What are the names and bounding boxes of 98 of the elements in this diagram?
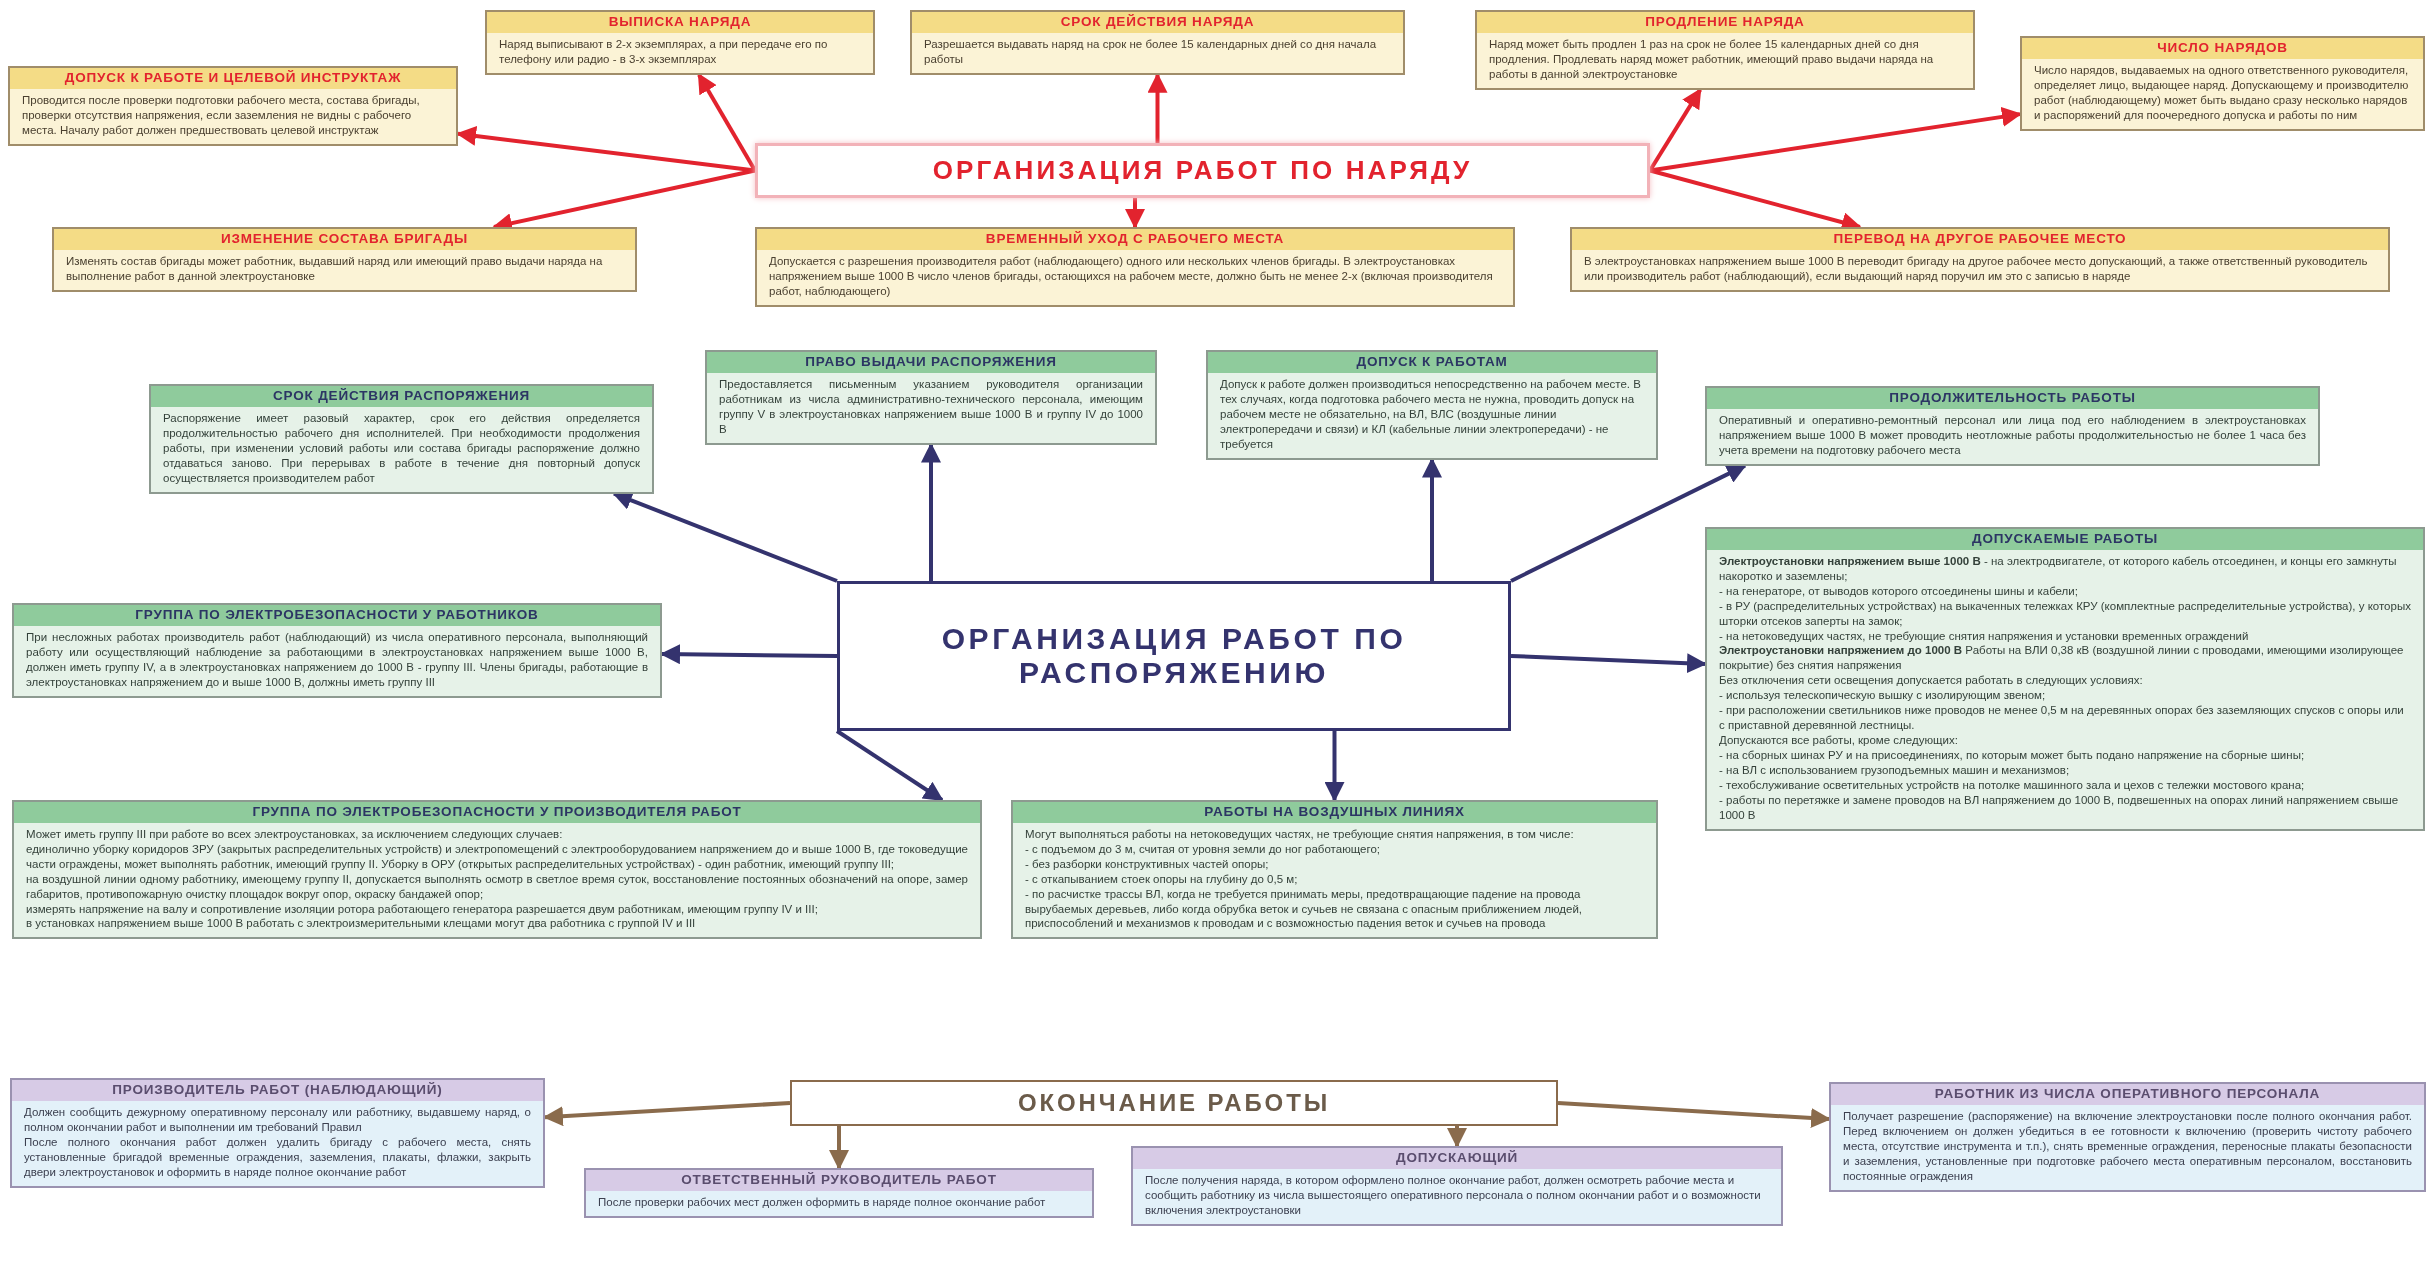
arrow	[921, 442, 941, 581]
title-box	[790, 1080, 1558, 1126]
body-text: - на генераторе, от выводов которого отсоединены шины и кабели;	[1718, 583, 2079, 599]
body-text: Допускается с разрешения производителя работ (наблюдающего) одного или нескольких членов бригады. В электроустановках напряжением выше 1000 В число членов бригады, остающихся на рабочем месте, должно быть не менее 2-х (включая производителя работ, наблюдающего)	[768, 253, 1494, 299]
body-text: на воздушной линии одному работнику, имеющему группу II, допускается выполнять осмотр в светлое время суток, восстановление постоянных обозначений на опоре, замер габаритов, противопожарную очистку площадок вокруг опор, окраску бандажей опор;	[25, 871, 969, 902]
body-text: Может иметь группу III при работе во всех электроустановках, за исключением следующих случаев:	[25, 826, 564, 842]
title-text: ОРГАНИЗАЦИЯ РАБОТ ПО НАРЯДУ	[931, 154, 1474, 187]
title-text: ОКОНЧАНИЕ РАБОТЫ	[1016, 1088, 1332, 1118]
arrow	[1422, 457, 1442, 581]
box-heading: РАБОТЫ НА ВОЗДУШНЫХ ЛИНИЯХ	[1013, 802, 1656, 823]
info-box	[1570, 227, 2390, 292]
info-box	[12, 603, 662, 698]
box-heading: ПРОДОЛЖИТЕЛЬНОСТЬ РАБОТЫ	[1707, 388, 2318, 409]
body-text: После полного окончания работ должен удалить бригаду с рабочего места, снять установленные бригадой временные ограждения, заземления, плакаты, флажки, закрыть двери электроустановок и оформить в наряде полное окончание работ	[23, 1134, 532, 1180]
body-text: Число нарядов, выдаваемых на одного ответственного руководителя, определяет лицо, выдающее наряд. Допускающему и производителю работ (наблюдающему) может быть выдано сразу несколько нарядов и распоряжений для поочередного допуска и работы по ним	[2033, 62, 2410, 123]
body-text: Предоставляется письменным указанием руководителя организации работникам из числа административно-технического персонала, имеющим группу V в электроустановках напряжением выше 1000 В и группу IV до 1000 В	[718, 376, 1144, 437]
body-text: - на сборных шинах РУ и на присоединениях, по которым может быть подано напряжение на сборные шины;	[1718, 748, 2306, 763]
body-text: - при расположении светильников ниже проводов не менее 0,5 м на деревянных опорах без заземляющих спусков с опоры или с приставной деревянной лестницы.	[1718, 703, 2405, 734]
box-heading: ВРЕМЕННЫЙ УХОД С РАБОЧЕГО МЕСТА	[757, 229, 1513, 250]
body-text: - по расчистке трассы ВЛ, когда не требуется принимать меры, предотвращающие падение на провода вырубаемых деревьев, либо когда обрубка веток и сучьев не связана с опасным приближением людей, приспособлений и механизмов к проводам и с возможностью падения веток и сучьев на провода	[1024, 886, 1583, 932]
box-heading: ЧИСЛО НАРЯДОВ	[2022, 38, 2423, 59]
body-text: Должен сообщить дежурному оперативному персоналу или работнику, выдавшему наряд, о полном окончании работ и выполнении им требований Правил	[23, 1104, 532, 1135]
body-text: Проводится после проверки подготовки рабочего места, состава бригады, проверки отсутствия напряжения, если заземления не видны с рабочего места. Началу работ должен предшествовать целевой инструктаж	[21, 92, 421, 138]
info-box	[149, 384, 654, 494]
info-box	[584, 1168, 1094, 1218]
body-text: Наряд может быть продлен 1 раз на срок не более 15 календарных дней со дня продления. Продлевать наряд может работник, имеющий право выдачи наряда на работы в данной электроустановке	[1488, 36, 1935, 82]
body-text: При несложных работах производитель работ (наблюдающий) из числа оперативного персонала, выполняющий работу или осуществляющий наблюдение за работающими в электроустановках напряжением выше 1000 В, должен иметь группу IV, а в электроустановках напряжением до 1000 В - группу III. Члены бригады, работающие в электроустановках напряжением до и выше 1000 В, должны иметь группу III	[25, 629, 649, 690]
body-text: После проверки рабочих мест должен оформить в наряде полное окончание работ	[597, 1194, 1047, 1210]
title-text: ОРГАНИЗАЦИЯ РАБОТ ПО РАСПОРЯЖЕНИЮ	[940, 621, 1408, 691]
body-text: В электроустановках напряжением выше 1000 В переводит бригаду на другое рабочее место допускающий, а также ответственный руководитель или производитель работ (наблюдающий), если выдающий наряд поручил им это с записью в наряде	[1583, 253, 2369, 284]
body-text: в установках напряжением выше 1000 В работать с электроизмерительными клещами могут два работника с группой IV и III	[25, 916, 697, 932]
body-text: Наряд выписывают в 2-х экземплярах, а при передаче его по телефону или радио - в 3-х экземплярах	[498, 36, 829, 67]
box-heading: ДОПУСК К РАБОТАМ	[1208, 352, 1656, 373]
body-text: Допуск к работе должен производиться непосредственно на рабочем месте. В тех случаях, когда подготовка рабочего места не нужна, проводить допуск на рабочем месте не обязательно, на ВЛ, ВЛС (воздушные линии электропередачи и связи) и КЛ (кабельные линии электропередачи) - не требуется	[1219, 376, 1642, 452]
body-text: Допускаются все работы, кроме следующих:	[1718, 733, 1959, 749]
body-text: Электроустановки напряжением до 1000 В Работы на ВЛИ 0,38 кВ (воздушной линии с проводами, имеющими изолирующее покрытие) без снятия напряжения	[1718, 643, 2405, 674]
info-box	[910, 10, 1405, 75]
body-text: Разрешается выдавать наряд на срок не более 15 календарных дней со дня начала работы	[923, 36, 1378, 67]
info-box	[1131, 1146, 1783, 1226]
arrow	[829, 1126, 849, 1170]
body-text: - на нетоковедущих частях, не требующие снятия напряжения и установки временных ограждений	[1718, 628, 2250, 644]
body-text: Изменять состав бригады может работник, выдавший наряд или имеющий право выдачи наряда на выполнение работ в данной электроустановке	[65, 253, 604, 284]
body-text: - работы по перетяжке и замене проводов на ВЛ напряжением до 1000 В, подвешенных на опорах линий напряжением свыше 1000 В	[1718, 792, 2400, 823]
box-heading: ГРУППА ПО ЭЛЕКТРОБЕЗОПАСНОСТИ У РАБОТНИКОВ	[14, 605, 660, 626]
arrow	[835, 729, 944, 802]
body-text: - в РУ (распределительных устройствах) на выкаченных тележках КРУ (комплектные распределительные устройства), у которых шторки отсеков заперты на замок;	[1718, 598, 2412, 629]
box-heading: ИЗМЕНЕНИЕ СОСТАВА БРИГАДЫ	[54, 229, 635, 250]
info-box	[1705, 386, 2320, 466]
box-heading: ПРОДЛЕНИЕ НАРЯДА	[1477, 12, 1973, 33]
info-box	[1829, 1082, 2426, 1192]
box-heading: СРОК ДЕЙСТВИЯ РАСПОРЯЖЕНИЯ	[151, 386, 652, 407]
box-heading: ДОПУСКАЮЩИЙ	[1133, 1148, 1781, 1169]
title-box	[837, 581, 1511, 731]
body-text: - с подъемом до 3 м, считая от уровня земли до ног работающего;	[1024, 841, 1382, 857]
body-text: Распоряжение имеет разовый характер, срок его действия определяется продолжительностью рабочего дня исполнителей. При необходимости продолжения работы, при изменении условий работы или состава бригады распоряжение должно отдаваться заново. При перерывах в работе в течение дня повторный допуск осуществляется производителем работ	[162, 410, 641, 486]
info-box	[705, 350, 1157, 445]
box-heading: ДОПУСК К РАБОТЕ И ЦЕЛЕВОЙ ИНСТРУКТАЖ	[10, 68, 456, 89]
arrow	[1510, 463, 1747, 583]
body-text: Оперативный и оперативно-ремонтный персонал или лица под его наблюдением в электроустановках напряжением выше 1000 В может проводить неотложные работы продолжительностью не более 1 часа без учета времени на подготовку рабочего места	[1718, 412, 2307, 458]
body-text: После получения наряда, в котором оформлено полное окончание работ, должен осмотреть рабочие места и сообщить работнику из числа вышестоящего оперативного персонала о полном окончании работ и о возможности включения электроустановки	[1144, 1172, 1762, 1218]
box-heading: ПРАВО ВЫДАЧИ РАСПОРЯЖЕНИЯ	[707, 352, 1155, 373]
info-box	[1011, 800, 1658, 940]
info-box	[1206, 350, 1658, 460]
body-text: - используя телескопическую вышку с изолирующим звеном;	[1718, 688, 2047, 704]
info-box	[1475, 10, 1975, 90]
arrow	[1125, 198, 1145, 229]
body-text: Без отключения сети освещения допускается работать в следующих условиях:	[1718, 673, 2144, 689]
info-box	[2020, 36, 2425, 131]
info-box	[12, 800, 982, 940]
box-heading: СРОК ДЕЙСТВИЯ НАРЯДА	[912, 12, 1403, 33]
arrow	[1324, 731, 1345, 802]
arrow	[1510, 653, 1707, 674]
box-heading: ВЫПИСКА НАРЯДА	[487, 12, 873, 33]
info-box	[485, 10, 875, 75]
box-heading: РАБОТНИК ИЗ ЧИСЛА ОПЕРАТИВНОГО ПЕРСОНАЛА	[1831, 1084, 2424, 1105]
box-heading: ГРУППА ПО ЭЛЕКТРОБЕЗОПАСНОСТИ У ПРОИЗВОДИТЕЛЯ РАБОТ	[14, 802, 980, 823]
box-heading: ОТВЕТСТВЕННЫЙ РУКОВОДИТЕЛЬ РАБОТ	[586, 1170, 1092, 1191]
body-text: измерять напряжение на валу и сопротивление изоляции ротора работающего генератора разрешается двум работникам, имеющим группу IV и III;	[25, 901, 819, 917]
arrow	[1557, 1101, 1831, 1128]
body-text: - с откапыванием стоек опоры на глубину до 0,5 м;	[1024, 871, 1299, 887]
box-heading: ПЕРЕВОД НА ДРУГОЕ РАБОЧЕЕ МЕСТО	[1572, 229, 2388, 250]
arrow	[1447, 1126, 1467, 1148]
info-box	[52, 227, 637, 292]
title-box	[755, 143, 1650, 198]
body-text: - без разборки конструктивных частей опоры;	[1024, 856, 1270, 872]
info-box	[1705, 527, 2425, 831]
arrow	[1147, 72, 1168, 143]
body-text: Могут выполняться работы на нетоковедущих частях, не требующие снятия напряжения, в том числе:	[1024, 826, 1575, 842]
box-heading: ПРОИЗВОДИТЕЛЬ РАБОТ (НАБЛЮДАЮЩИЙ)	[12, 1080, 543, 1101]
body-text: Электроустановки напряжением выше 1000 В - на электродвигателе, от которого кабель отсоединен, и концы его замкнуты накоротко и заземлены;	[1718, 553, 2398, 584]
info-box	[8, 66, 458, 146]
body-text: - техобслуживание осветительных устройств на потолке машинного зала и цехов с тележки мостового крана;	[1718, 777, 2306, 793]
body-text: Получает разрешение (распоряжение) на включение электроустановки после полного окончания работ. Перед включением он должен убедиться в ее готовности к включению (проверить чистоту рабочего места, отсутствие инструмента и т.п.), снять временные ограждения, переносные плакаты безопасности и заземления, установленные при подготовке рабочего места оперативным персоналом, восстановить постоянные ограждения	[1842, 1108, 2413, 1184]
info-box	[10, 1078, 545, 1188]
body-text: единолично уборку коридоров ЗРУ (закрытых распределительных устройств) и электропомещений с электрооборудованием напряжением до и выше 1000 В, где токоведущие части ограждены, может выполнять работник, имеющий группу II. Уборку в ОРУ (открытых распределительных устройствах) - один работник, имеющий группу III;	[25, 841, 969, 872]
box-heading: ДОПУСКАЕМЫЕ РАБОТЫ	[1707, 529, 2423, 550]
info-box	[755, 227, 1515, 307]
body-text: - на ВЛ с использованием грузоподъемных машин и механизмов;	[1718, 762, 2071, 778]
